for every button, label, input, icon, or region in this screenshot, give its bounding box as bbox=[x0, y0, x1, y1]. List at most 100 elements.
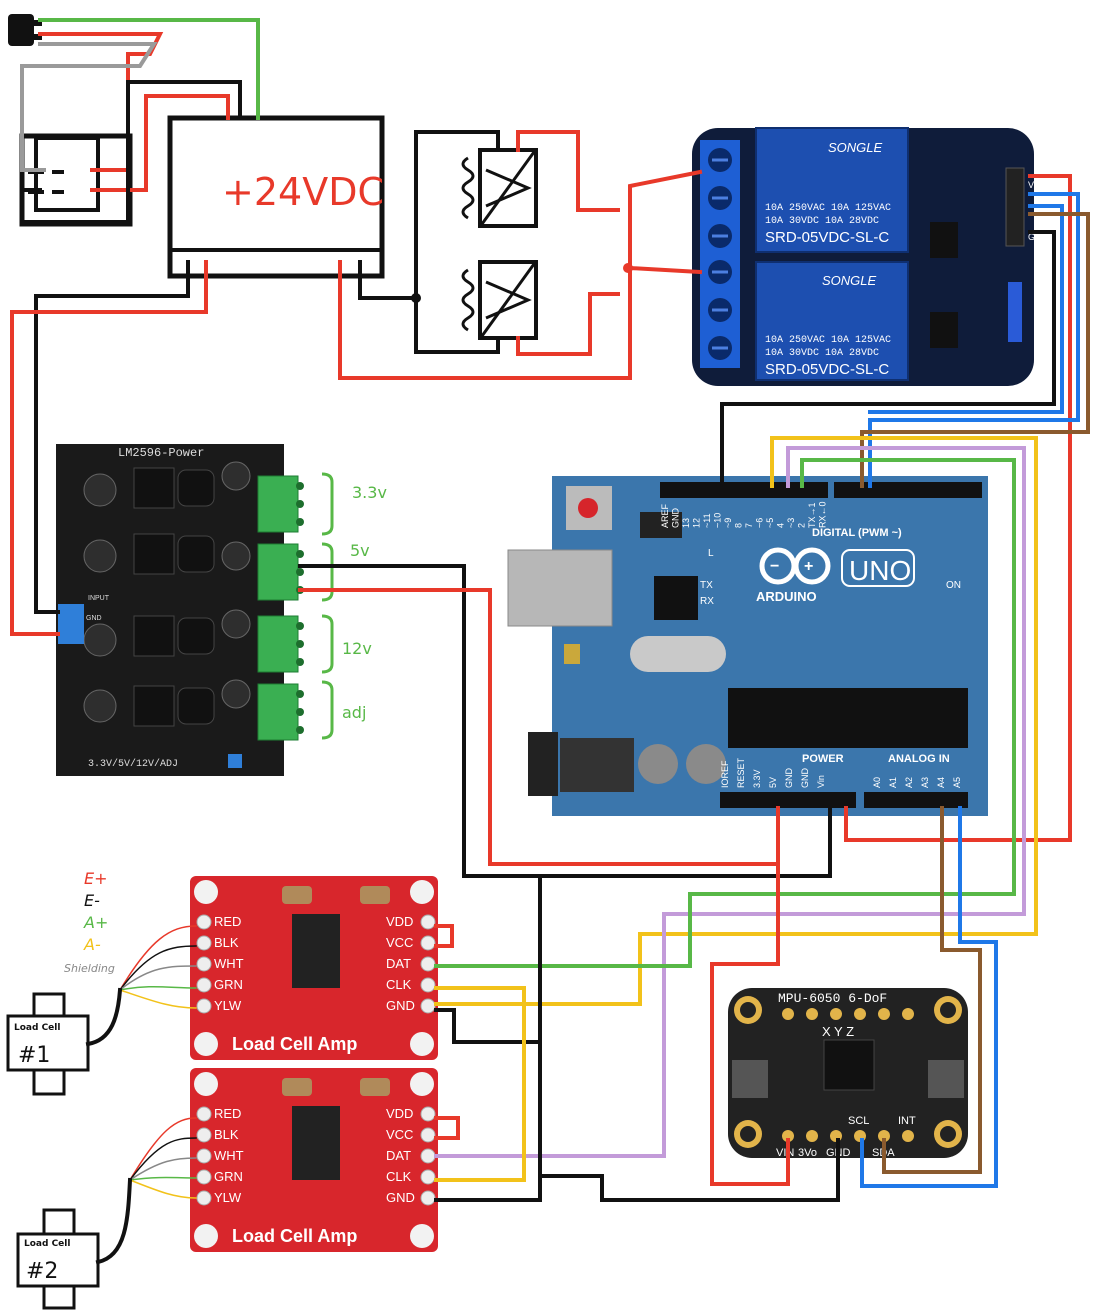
load-cell-2-num: #2 bbox=[26, 1259, 58, 1284]
buck-title: LM2596-Power bbox=[118, 446, 204, 460]
amp-right-pin-label: GND bbox=[386, 998, 415, 1013]
pin-label: A2 bbox=[904, 777, 914, 788]
arduino-power-label: POWER bbox=[802, 753, 844, 765]
wire-red-mains bbox=[38, 32, 164, 172]
amp-left-pin-label: YLW bbox=[214, 998, 242, 1013]
wire-blue-a5 bbox=[860, 806, 998, 1188]
svg-text:−: − bbox=[770, 558, 779, 575]
arduino-brand: ARDUINO bbox=[756, 589, 817, 604]
amp-right-pin-label: VCC bbox=[386, 1127, 413, 1142]
mpu-pin-vin: VIN bbox=[776, 1147, 794, 1159]
pin-label: 5V bbox=[768, 777, 778, 788]
pin-label: 3.3V bbox=[752, 769, 762, 788]
relay-module: SONGLE 10A 250VAC 10A 125VAC 10A 30VDC 1… bbox=[692, 127, 1049, 386]
wire-black-amp2-gnd bbox=[434, 1040, 542, 1202]
wire-yellow-d11 bbox=[434, 436, 1038, 1006]
relay2-model: SRD-05VDC-SL-C bbox=[765, 361, 889, 378]
amp-left-pin-label: RED bbox=[214, 914, 241, 929]
pin-label: A1 bbox=[888, 777, 898, 788]
wire-red-relay-bridge bbox=[627, 265, 703, 275]
pin-label: 13 bbox=[681, 518, 691, 528]
wire-black-psu-ssr bbox=[358, 130, 500, 300]
wire-green-d9 bbox=[434, 458, 1016, 968]
wire-black-buck-5v-gnd bbox=[298, 564, 832, 878]
amp-left-pin-label: YLW bbox=[214, 1190, 242, 1205]
load-cell-2-title: Load Cell bbox=[24, 1239, 70, 1249]
pin-label: 2 bbox=[797, 523, 807, 528]
amp-title: Load Cell Amp bbox=[232, 1034, 357, 1054]
wires bbox=[10, 18, 1090, 1265]
pin-label: A5 bbox=[952, 777, 962, 788]
pin-label: ~3 bbox=[786, 518, 796, 528]
arduino-tx-label: TX bbox=[700, 580, 713, 591]
mpu6050-board: MPU-6050 6-DoF X Y Z VIN 3Vo GND SCL SDA… bbox=[728, 988, 968, 1159]
legend-a-plus: A+ bbox=[83, 913, 108, 932]
buck-out-adj: adj bbox=[342, 703, 366, 722]
buck-out-5v: 5v bbox=[350, 541, 370, 560]
mpu-pin-int: INT bbox=[898, 1115, 916, 1127]
amp-title: Load Cell Amp bbox=[232, 1226, 357, 1246]
pin-label: ~9 bbox=[723, 518, 733, 528]
wire-red-mpu-vin bbox=[710, 806, 790, 1186]
psu-label: +24VDC bbox=[222, 170, 384, 214]
wire-black-lc1-cable bbox=[85, 987, 123, 1047]
arduino-on-label: ON bbox=[946, 580, 961, 591]
amp-right-pin-label: VDD bbox=[386, 1106, 413, 1121]
amp-left-pin-label: RED bbox=[214, 1106, 241, 1121]
legend-e-minus: E- bbox=[84, 891, 100, 910]
relay1-line2: 10A 30VDC 10A 28VDC bbox=[765, 216, 879, 227]
relay1-line1: 10A 250VAC 10A 125VAC bbox=[765, 203, 891, 214]
relay2-brand: SONGLE bbox=[822, 273, 877, 288]
amp-left-pin-label: WHT bbox=[214, 956, 244, 971]
arduino-digital-label: DIGITAL (PWM ~) bbox=[812, 527, 902, 539]
wire-black-lc2-cable bbox=[95, 1177, 133, 1265]
relay2-line2: 10A 30VDC 10A 28VDC bbox=[765, 348, 879, 359]
pin-label: RESET bbox=[736, 757, 746, 788]
pin-label: GND bbox=[800, 768, 810, 789]
amp-left-pin-label: BLK bbox=[214, 935, 239, 950]
relay-pin-gnd: GND bbox=[1028, 232, 1049, 242]
pin-label: 8 bbox=[734, 523, 744, 528]
pin-label: AREF bbox=[660, 503, 670, 528]
relay1-model: SRD-05VDC-SL-C bbox=[765, 229, 889, 246]
amp-right-pin-label: VDD bbox=[386, 914, 413, 929]
pin-label: GND bbox=[671, 508, 681, 529]
pin-label: A0 bbox=[872, 777, 882, 788]
pin-label: 12 bbox=[692, 518, 702, 528]
wire-black-amp1-gnd bbox=[434, 876, 542, 1044]
wire-black-relay-gnd bbox=[720, 230, 1056, 488]
wire-brown-a4 bbox=[882, 806, 982, 1174]
arduino-model: UNO bbox=[849, 555, 911, 586]
wire-red-amp2-power bbox=[434, 1116, 460, 1140]
amp-left-pin-label: WHT bbox=[214, 1148, 244, 1163]
mpu-pin-scl: SCL bbox=[848, 1115, 869, 1127]
wire-green-mains bbox=[38, 18, 260, 120]
wire-black-mpu-gnd bbox=[538, 1138, 840, 1202]
ssr-group bbox=[461, 148, 538, 340]
wire-red-ssr2-relay bbox=[516, 292, 620, 356]
arduino-uno: − + ARDUINO UNO ON L TX RX DIGITAL (PWM … bbox=[507, 476, 988, 816]
outlet-box bbox=[19, 133, 133, 227]
load-cell-1-num: #1 bbox=[18, 1043, 50, 1068]
wire-yellow-amp2-clk bbox=[434, 986, 526, 1182]
arduino-rx-label: RX bbox=[700, 596, 714, 607]
pin-label: RX←0 bbox=[818, 501, 828, 528]
amp-right-pin-label: DAT bbox=[386, 1148, 411, 1163]
wire-gray-mains bbox=[20, 42, 158, 172]
arduino-l-label: L bbox=[708, 548, 714, 559]
wire-black-psu-buck bbox=[34, 260, 190, 614]
mpu-pin-3vo: 3Vo bbox=[798, 1147, 817, 1159]
amp-right-pin-label: VCC bbox=[386, 935, 413, 950]
amp-right-pin-label: DAT bbox=[386, 956, 411, 971]
amp-right-pin-label: GND bbox=[386, 1190, 415, 1205]
pin-label: GND bbox=[784, 768, 794, 789]
relay1-brand: SONGLE bbox=[828, 140, 883, 155]
pin-label: Vin bbox=[816, 775, 826, 788]
load-cell-1: Load Cell #1 bbox=[6, 992, 90, 1096]
